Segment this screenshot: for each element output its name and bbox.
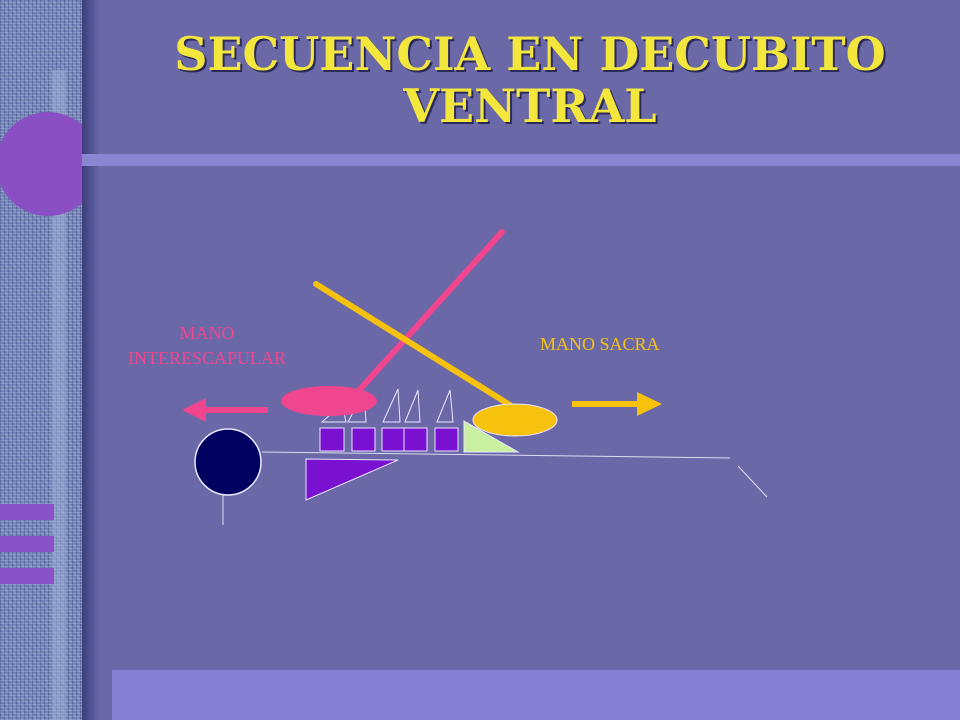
footer-bar <box>112 670 960 720</box>
strip-bar-3 <box>0 568 54 584</box>
vertebra-square-2 <box>351 427 376 452</box>
strip-bar-1 <box>0 504 54 520</box>
label-mano-interescapular-line-2: INTERESCAPULAR <box>128 348 286 368</box>
legs-line <box>737 465 768 498</box>
vertebra-square-3 <box>381 427 405 452</box>
body-baseline <box>261 451 731 459</box>
vertebra-square-1 <box>319 427 345 452</box>
title-line-1: SECUENCIA EN DECUBITO <box>174 27 886 81</box>
sacral-forearm <box>313 281 513 408</box>
spinous-process-5 <box>436 389 454 423</box>
vertebra-square-4 <box>403 427 428 452</box>
label-mano-sacra: MANO SACRA <box>540 334 660 354</box>
strip-bar-2 <box>0 536 54 552</box>
sacral-arrow-head <box>637 392 662 416</box>
title-line-2: VENTRAL <box>403 79 657 133</box>
sacrum-triangle <box>463 420 520 453</box>
chest-triangle <box>305 458 399 501</box>
strip-shadow <box>82 0 100 720</box>
title-underline-bar <box>82 154 960 166</box>
head-circle <box>194 428 262 496</box>
interscapular-forearm <box>351 229 505 399</box>
spinous-process-4 <box>404 389 421 423</box>
sacral-hand <box>472 403 558 437</box>
strip-vertical-line <box>52 70 66 720</box>
vertebra-square-5 <box>434 427 459 452</box>
label-mano-line-1: MANO <box>179 323 234 343</box>
spinous-process-3 <box>382 388 401 423</box>
interscapular-arrow-head <box>182 398 206 422</box>
slide-title: SECUENCIA EN DECUBITO VENTRAL <box>110 28 950 132</box>
interscapular-hand <box>281 386 377 416</box>
